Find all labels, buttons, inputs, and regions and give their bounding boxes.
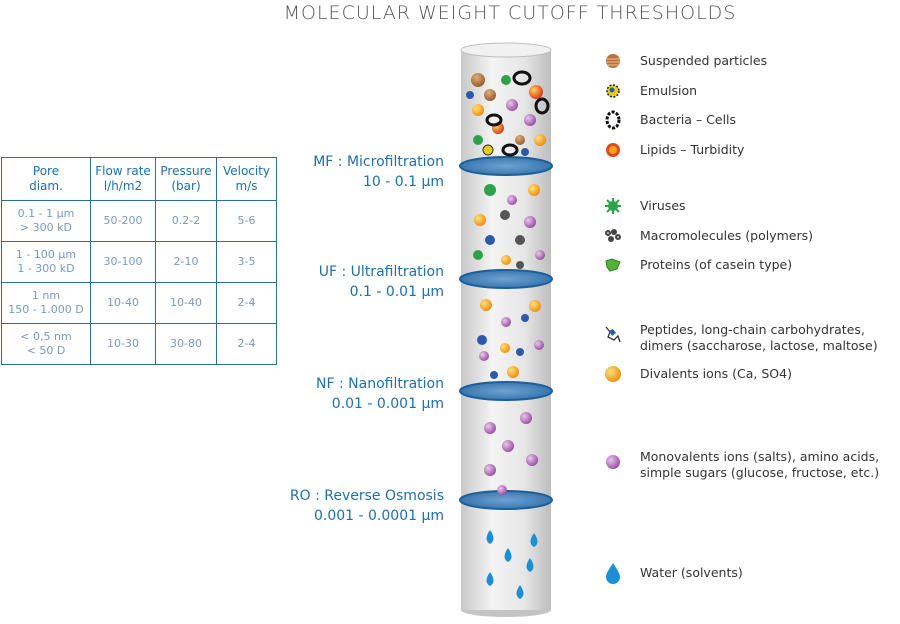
- table-row: < 0,5 nm< 50 D 10-30 30-80 2-4: [1, 323, 277, 365]
- membrane-mf: [459, 156, 553, 176]
- cell-velocity: 2-4: [216, 323, 277, 365]
- cell-pressure: 0.2-2: [155, 200, 217, 242]
- legend-item: Bacteria – Cells: [600, 107, 736, 133]
- legend-item: Suspended particles: [600, 48, 767, 74]
- water-drops: [486, 530, 538, 599]
- legend-item: Lipids – Turbidity: [600, 137, 744, 163]
- cell-velocity: 5-6: [216, 200, 277, 242]
- legend-item: Monovalents ions (salts), amino acids, s…: [600, 449, 890, 481]
- particles-ro-zone: [484, 412, 538, 495]
- protein-icon: [600, 252, 626, 278]
- membrane-nf: [459, 381, 553, 401]
- cell-flow: 50-200: [90, 200, 156, 242]
- lipid-icon: [600, 137, 626, 163]
- header-pressure: Pressure(bar): [155, 157, 217, 201]
- water-drop-icon: [600, 560, 626, 586]
- virus-icon: [600, 193, 626, 219]
- monovalent-ion-icon: [600, 449, 626, 475]
- cell-flow: 10-30: [90, 323, 156, 365]
- particles-uf-zone: [473, 184, 545, 269]
- filtration-column: [460, 42, 552, 617]
- legend-item: Viruses: [600, 193, 686, 219]
- cell-velocity: 3-5: [216, 241, 277, 283]
- cell-pore: 0.1 - 1 µm> 300 kD: [1, 200, 91, 242]
- cell-pore: < 0,5 nm< 50 D: [1, 323, 91, 365]
- legend-item: Macromolecules (polymers): [600, 223, 813, 249]
- legend-item: Water (solvents): [600, 560, 743, 586]
- cell-flow: 10-40: [90, 282, 156, 324]
- stage-label-nf: NF : Nanofiltration 0.01 - 0.001 µm: [316, 376, 444, 412]
- particle-legend: Suspended particles Emulsion Bacteria – …: [600, 0, 900, 624]
- bacteria-icon: [600, 107, 626, 133]
- suspended-particle-icon: [600, 48, 626, 74]
- cell-pressure: 2-10: [155, 241, 217, 283]
- membrane-ro: [459, 490, 553, 510]
- legend-item: Divalents ions (Ca, SO4): [600, 361, 792, 387]
- divalent-ion-icon: [600, 361, 626, 387]
- cell-flow: 30-100: [90, 241, 156, 283]
- particles-nf-zone: [477, 299, 544, 379]
- cell-velocity: 2-4: [216, 282, 277, 324]
- cell-pressure: 30-80: [155, 323, 217, 365]
- emulsion-icon: [600, 78, 626, 104]
- legend-item: Peptides, long-chain carbohydrates, dime…: [600, 322, 890, 354]
- legend-item: Proteins (of casein type): [600, 252, 792, 278]
- page-title: MOLECULAR WEIGHT CUTOFF THRESHOLDS: [283, 2, 737, 24]
- membrane-uf: [459, 269, 553, 289]
- peptide-icon: [600, 322, 626, 348]
- stage-label-ro: RO : Reverse Osmosis 0.001 - 0.0001 µm: [289, 488, 444, 524]
- table-row: 0.1 - 1 µm> 300 kD 50-200 0.2-2 5-6: [1, 200, 277, 242]
- cell-pressure: 10-40: [155, 282, 217, 324]
- stage-label-uf: UF : Ultrafiltration 0.1 - 0.01 µm: [318, 264, 444, 300]
- legend-item: Emulsion: [600, 78, 697, 104]
- particles-mf-zone: [466, 70, 550, 157]
- macromolecule-icon: [600, 223, 626, 249]
- stage-label-mf: MF : Microfiltration 10 - 0.1 µm: [313, 154, 444, 190]
